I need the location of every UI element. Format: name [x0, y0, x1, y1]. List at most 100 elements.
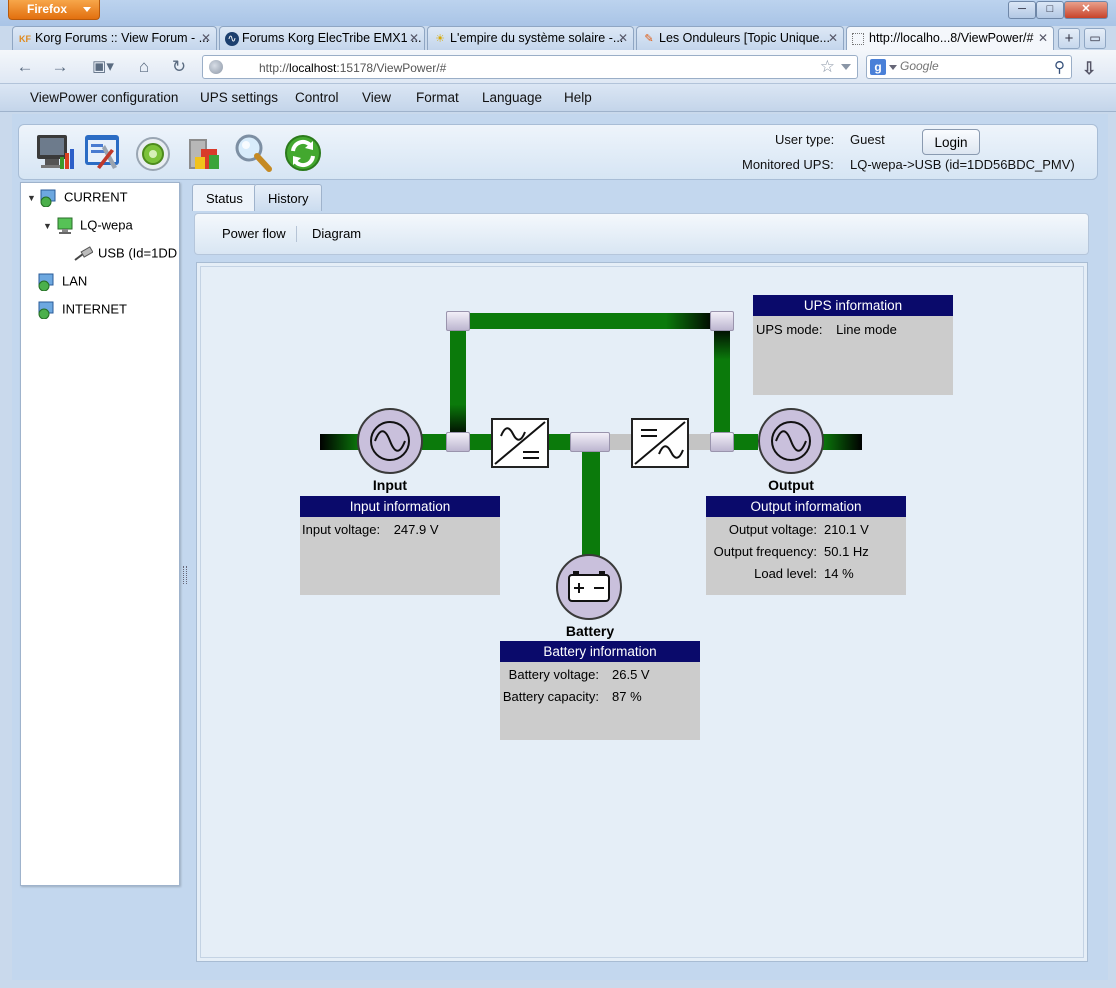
refresh-icon[interactable]: [283, 131, 323, 173]
close-window-button[interactable]: ✕: [1064, 1, 1108, 19]
junction-node: [710, 311, 734, 331]
browser-tab-viewpower[interactable]: http://localho...8/ViewPower/# ✕: [846, 26, 1054, 51]
reload-icon[interactable]: ↻: [171, 57, 187, 76]
battery-line: [582, 448, 600, 556]
tree-label: USB (Id=1DD: [98, 245, 178, 261]
expand-triangle-icon[interactable]: ▼: [27, 193, 36, 204]
battery-node: [556, 554, 622, 620]
chevron-down-icon: [83, 7, 91, 12]
close-tab-icon[interactable]: ✕: [408, 31, 419, 45]
tab-status[interactable]: Status: [192, 184, 257, 211]
korg-favicon-icon: KF: [19, 34, 31, 44]
battery-information-title: Battery information: [500, 641, 700, 662]
menu-control[interactable]: Control: [295, 90, 339, 105]
input-information-title: Input information: [300, 496, 500, 517]
browser-tab-electribe[interactable]: ∿ Forums Korg ElecTribe EMX1 ... ✕: [219, 26, 425, 50]
tree-node-usb[interactable]: USB (Id=1DD: [73, 245, 177, 263]
input-label: Input: [372, 477, 408, 493]
google-engine-icon[interactable]: g: [870, 59, 886, 75]
home-icon[interactable]: ⌂: [138, 57, 150, 76]
engine-dropdown-icon[interactable]: [889, 65, 897, 70]
search-magnifier-icon[interactable]: [233, 131, 273, 173]
load-level-key: Load level:: [754, 566, 817, 581]
input-information-panel: Input information: [300, 496, 500, 595]
list-all-tabs-button[interactable]: ▭: [1084, 28, 1106, 49]
search-icon[interactable]: ⚲: [1054, 59, 1065, 76]
rectifier-ac-dc-icon: [491, 418, 549, 468]
sun-favicon-icon: ☀: [435, 33, 445, 45]
browser-tab-solaire[interactable]: ☀ L'empire du système solaire -... ✕: [427, 26, 634, 50]
toolbar-divider: [296, 226, 297, 242]
monitor-chart-icon[interactable]: [35, 131, 75, 173]
tree-label: LQ-wepa: [80, 217, 133, 233]
tree-label: INTERNET: [62, 301, 127, 317]
output-frequency-row: Output frequency: 50.1 Hz: [706, 544, 906, 560]
search-bar[interactable]: g ⚲: [866, 55, 1072, 79]
tree-node-lan[interactable]: LAN: [37, 273, 88, 292]
ups-battery-icon[interactable]: [183, 131, 223, 173]
login-button[interactable]: Login: [922, 129, 980, 155]
tree-label: LAN: [62, 273, 88, 289]
output-label: Output: [768, 477, 814, 493]
input-line: [320, 434, 360, 450]
close-tab-icon[interactable]: ✕: [617, 31, 628, 45]
output-voltage-key: Output voltage:: [728, 522, 817, 537]
power-flow-button[interactable]: Power flow: [222, 226, 286, 241]
input-ac-source: [357, 408, 423, 474]
maximize-button[interactable]: □: [1036, 1, 1064, 19]
battery-voltage-value: 26.5 V: [612, 667, 650, 682]
panel-splitter-handle[interactable]: [183, 566, 187, 584]
network-globe-icon: [37, 273, 57, 292]
forward-arrow-icon[interactable]: →: [51, 57, 69, 76]
ups-mode-key: UPS mode:: [756, 322, 823, 337]
tree-node-lq-wepa[interactable]: ▼ LQ-wepa: [43, 217, 133, 235]
ups-information-panel: UPS information: [753, 295, 953, 395]
battery-capacity-value: 87 %: [612, 689, 642, 704]
new-tab-button[interactable]: +: [1058, 28, 1080, 49]
load-level-value: 14 %: [824, 566, 854, 581]
input-voltage-key: Input voltage:: [302, 522, 381, 537]
menu-language[interactable]: Language: [482, 90, 543, 105]
diagram-button[interactable]: Diagram: [312, 226, 362, 241]
junction-node: [710, 432, 734, 452]
usb-cable-icon: [73, 245, 94, 263]
browser-tab-korg-forums[interactable]: KF Korg Forums :: View Forum - ... ✕: [12, 26, 217, 50]
bookmarks-menu-icon[interactable]: ▣▾: [92, 58, 114, 75]
close-tab-icon[interactable]: ✕: [1037, 31, 1048, 45]
menu-help[interactable]: Help: [564, 90, 592, 105]
close-tab-icon[interactable]: ✕: [827, 31, 838, 45]
tab-history[interactable]: History: [254, 184, 323, 211]
tree-node-internet[interactable]: INTERNET: [37, 301, 127, 320]
output-frequency-value: 50.1 Hz: [824, 544, 869, 559]
output-information-title: Output information: [706, 496, 906, 517]
search-input[interactable]: [900, 59, 1040, 73]
globe-icon: [209, 60, 223, 74]
blank-page-icon: [852, 33, 864, 45]
firefox-menu-button[interactable]: Firefox: [8, 0, 100, 20]
output-ac-load: [758, 408, 824, 474]
navigation-toolbar: ← → ▣▾ ⌂ ↻ http://localhost:15178/ViewPo…: [0, 50, 1116, 84]
download-icon[interactable]: ⇩: [1082, 59, 1097, 78]
sine-wave-icon: [771, 421, 811, 461]
address-url: http://localhost:15178/ViewPower/#: [259, 61, 447, 75]
bypass-top-line: [466, 313, 716, 329]
bookmark-star-icon[interactable]: ☆: [819, 57, 835, 76]
tree-node-current[interactable]: ▼CURRENT: [27, 189, 128, 208]
menu-viewpower-configuration[interactable]: ViewPower configuration: [30, 90, 179, 105]
input-voltage-value: 247.9 V: [393, 522, 439, 537]
menu-ups-settings[interactable]: UPS settings: [200, 90, 279, 105]
wave-favicon-icon: ∿: [225, 32, 239, 46]
expand-triangle-icon[interactable]: ▼: [43, 221, 52, 232]
address-bar[interactable]: http://localhost:15178/ViewPower/# ☆: [202, 55, 858, 79]
minimize-button[interactable]: ─: [1008, 1, 1036, 19]
browser-tab-onduleurs[interactable]: ✎ Les Onduleurs [Topic Unique... ✕: [636, 26, 844, 50]
close-tab-icon[interactable]: ✕: [200, 31, 211, 45]
menu-format[interactable]: Format: [416, 90, 459, 105]
url-history-dropdown-icon[interactable]: [841, 64, 851, 70]
menu-view[interactable]: View: [362, 90, 392, 105]
sine-wave-icon: [370, 421, 410, 461]
gear-disc-icon[interactable]: [133, 131, 173, 173]
bypass-left-line: [450, 326, 466, 438]
back-arrow-icon[interactable]: ←: [16, 57, 34, 76]
configuration-tools-icon[interactable]: [83, 131, 123, 173]
